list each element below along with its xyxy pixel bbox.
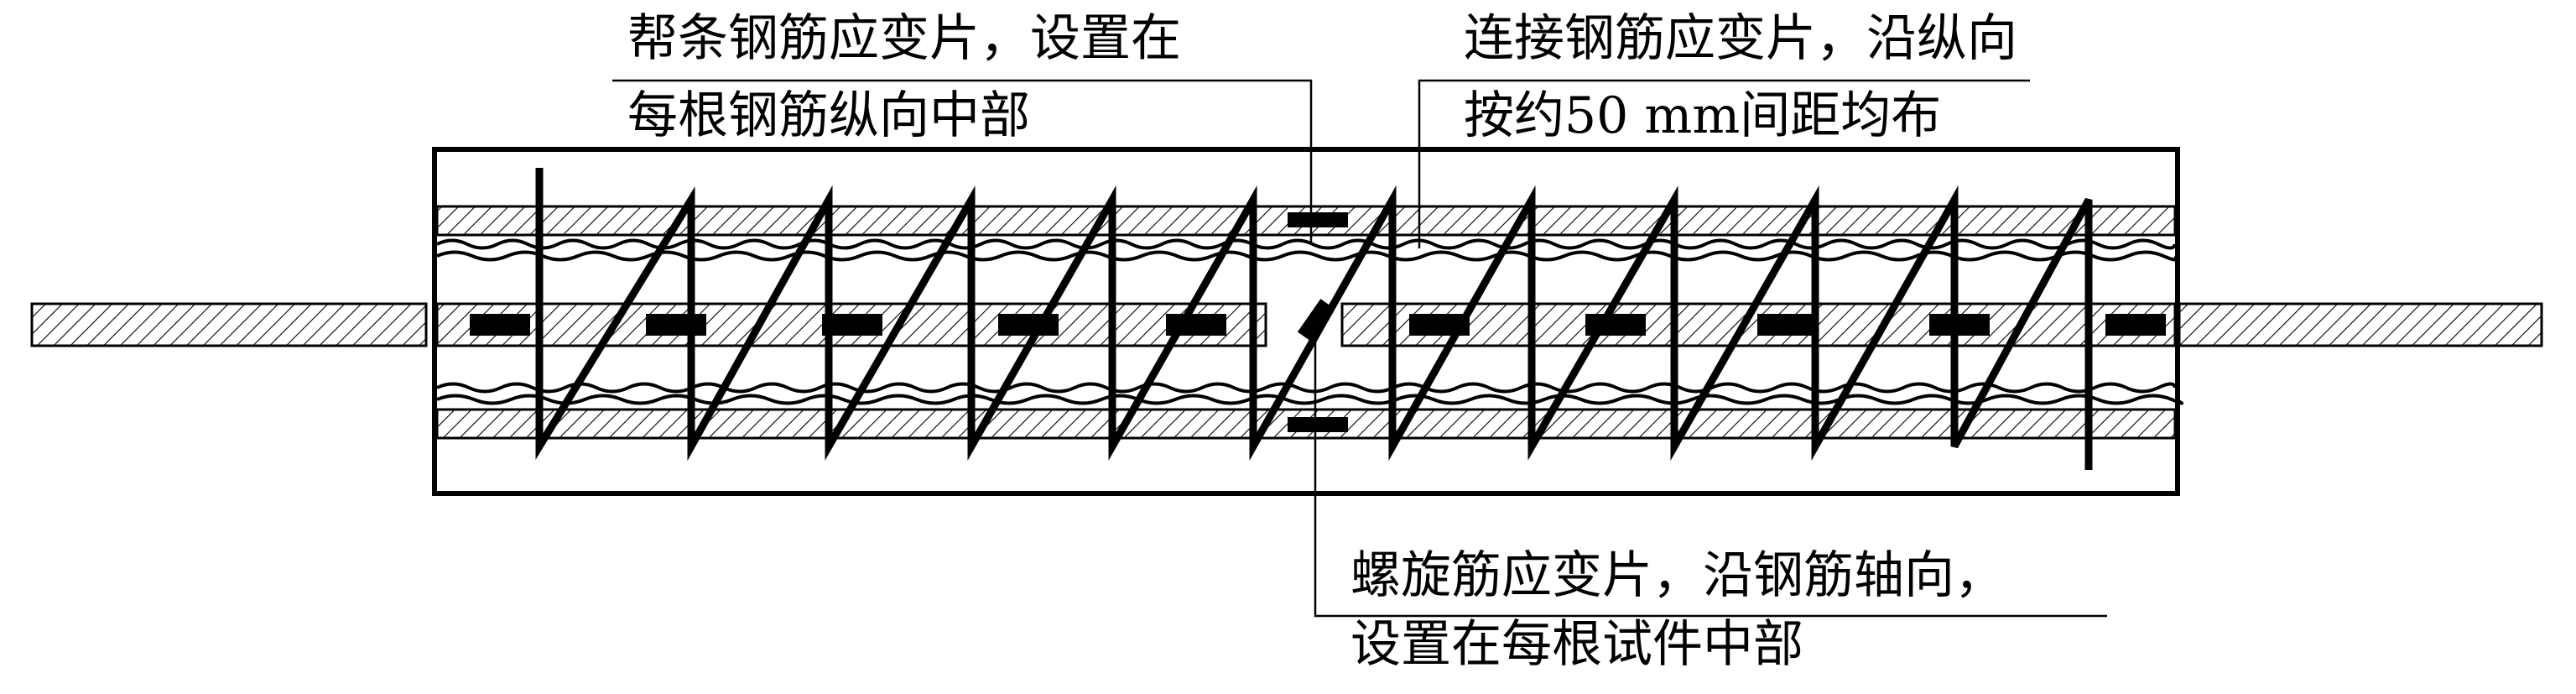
splice-bar-gauge-bottom: [1288, 417, 1348, 432]
connecting-bar-gauge: [2105, 314, 2166, 336]
break-line-upper-1: [436, 238, 2177, 250]
connecting-bar-gauge: [1166, 314, 1226, 336]
break-line-upper-2: [436, 250, 2178, 262]
connecting-bar-gauge: [822, 314, 882, 336]
connecting-bar-left-end: [30, 302, 428, 347]
spiral-gauge-label-line2: 设置在每根试件中部: [1350, 615, 1803, 674]
connecting-bar-gauge: [998, 314, 1059, 336]
splice-gauge-label-line1: 帮条钢筋应变片，设置在: [627, 9, 1181, 68]
connecting-bar-gauge: [1585, 314, 1646, 336]
connecting-bar-gauge: [1757, 314, 1818, 336]
connecting-bar-gauge: [470, 314, 530, 336]
splice-gauge-leader: [612, 79, 1313, 243]
spiral-stirrup: [535, 168, 2093, 470]
spiral-gauge-leader: [1314, 320, 2107, 618]
connecting-bar-gauge: [646, 314, 706, 336]
connecting-bar-gauges: [470, 314, 2166, 336]
break-line-lower-1: [436, 382, 2177, 394]
connecting-bar-gauge: [1929, 314, 1990, 336]
connecting-gauge-label-line1: 连接钢筋应变片，沿纵向: [1464, 9, 2017, 68]
break-line-lower-2: [436, 394, 2183, 405]
splice-gauge-label-line2: 每根钢筋纵向中部: [627, 86, 1030, 145]
spiral-gauge-label-line1: 螺旋筋应变片，沿钢筋轴向，: [1350, 546, 2005, 605]
splice-bar-gauge-top: [1288, 212, 1348, 227]
specimen-outline: [432, 147, 2180, 496]
connecting-gauge-label-line2: 按约50 mm间距均布: [1464, 86, 1942, 145]
splice-bar-top: [435, 205, 2177, 237]
connecting-gauge-leader: [1418, 79, 2030, 248]
connecting-bar-gauge: [1409, 314, 1470, 336]
connecting-bar-right-end: [2178, 302, 2543, 347]
